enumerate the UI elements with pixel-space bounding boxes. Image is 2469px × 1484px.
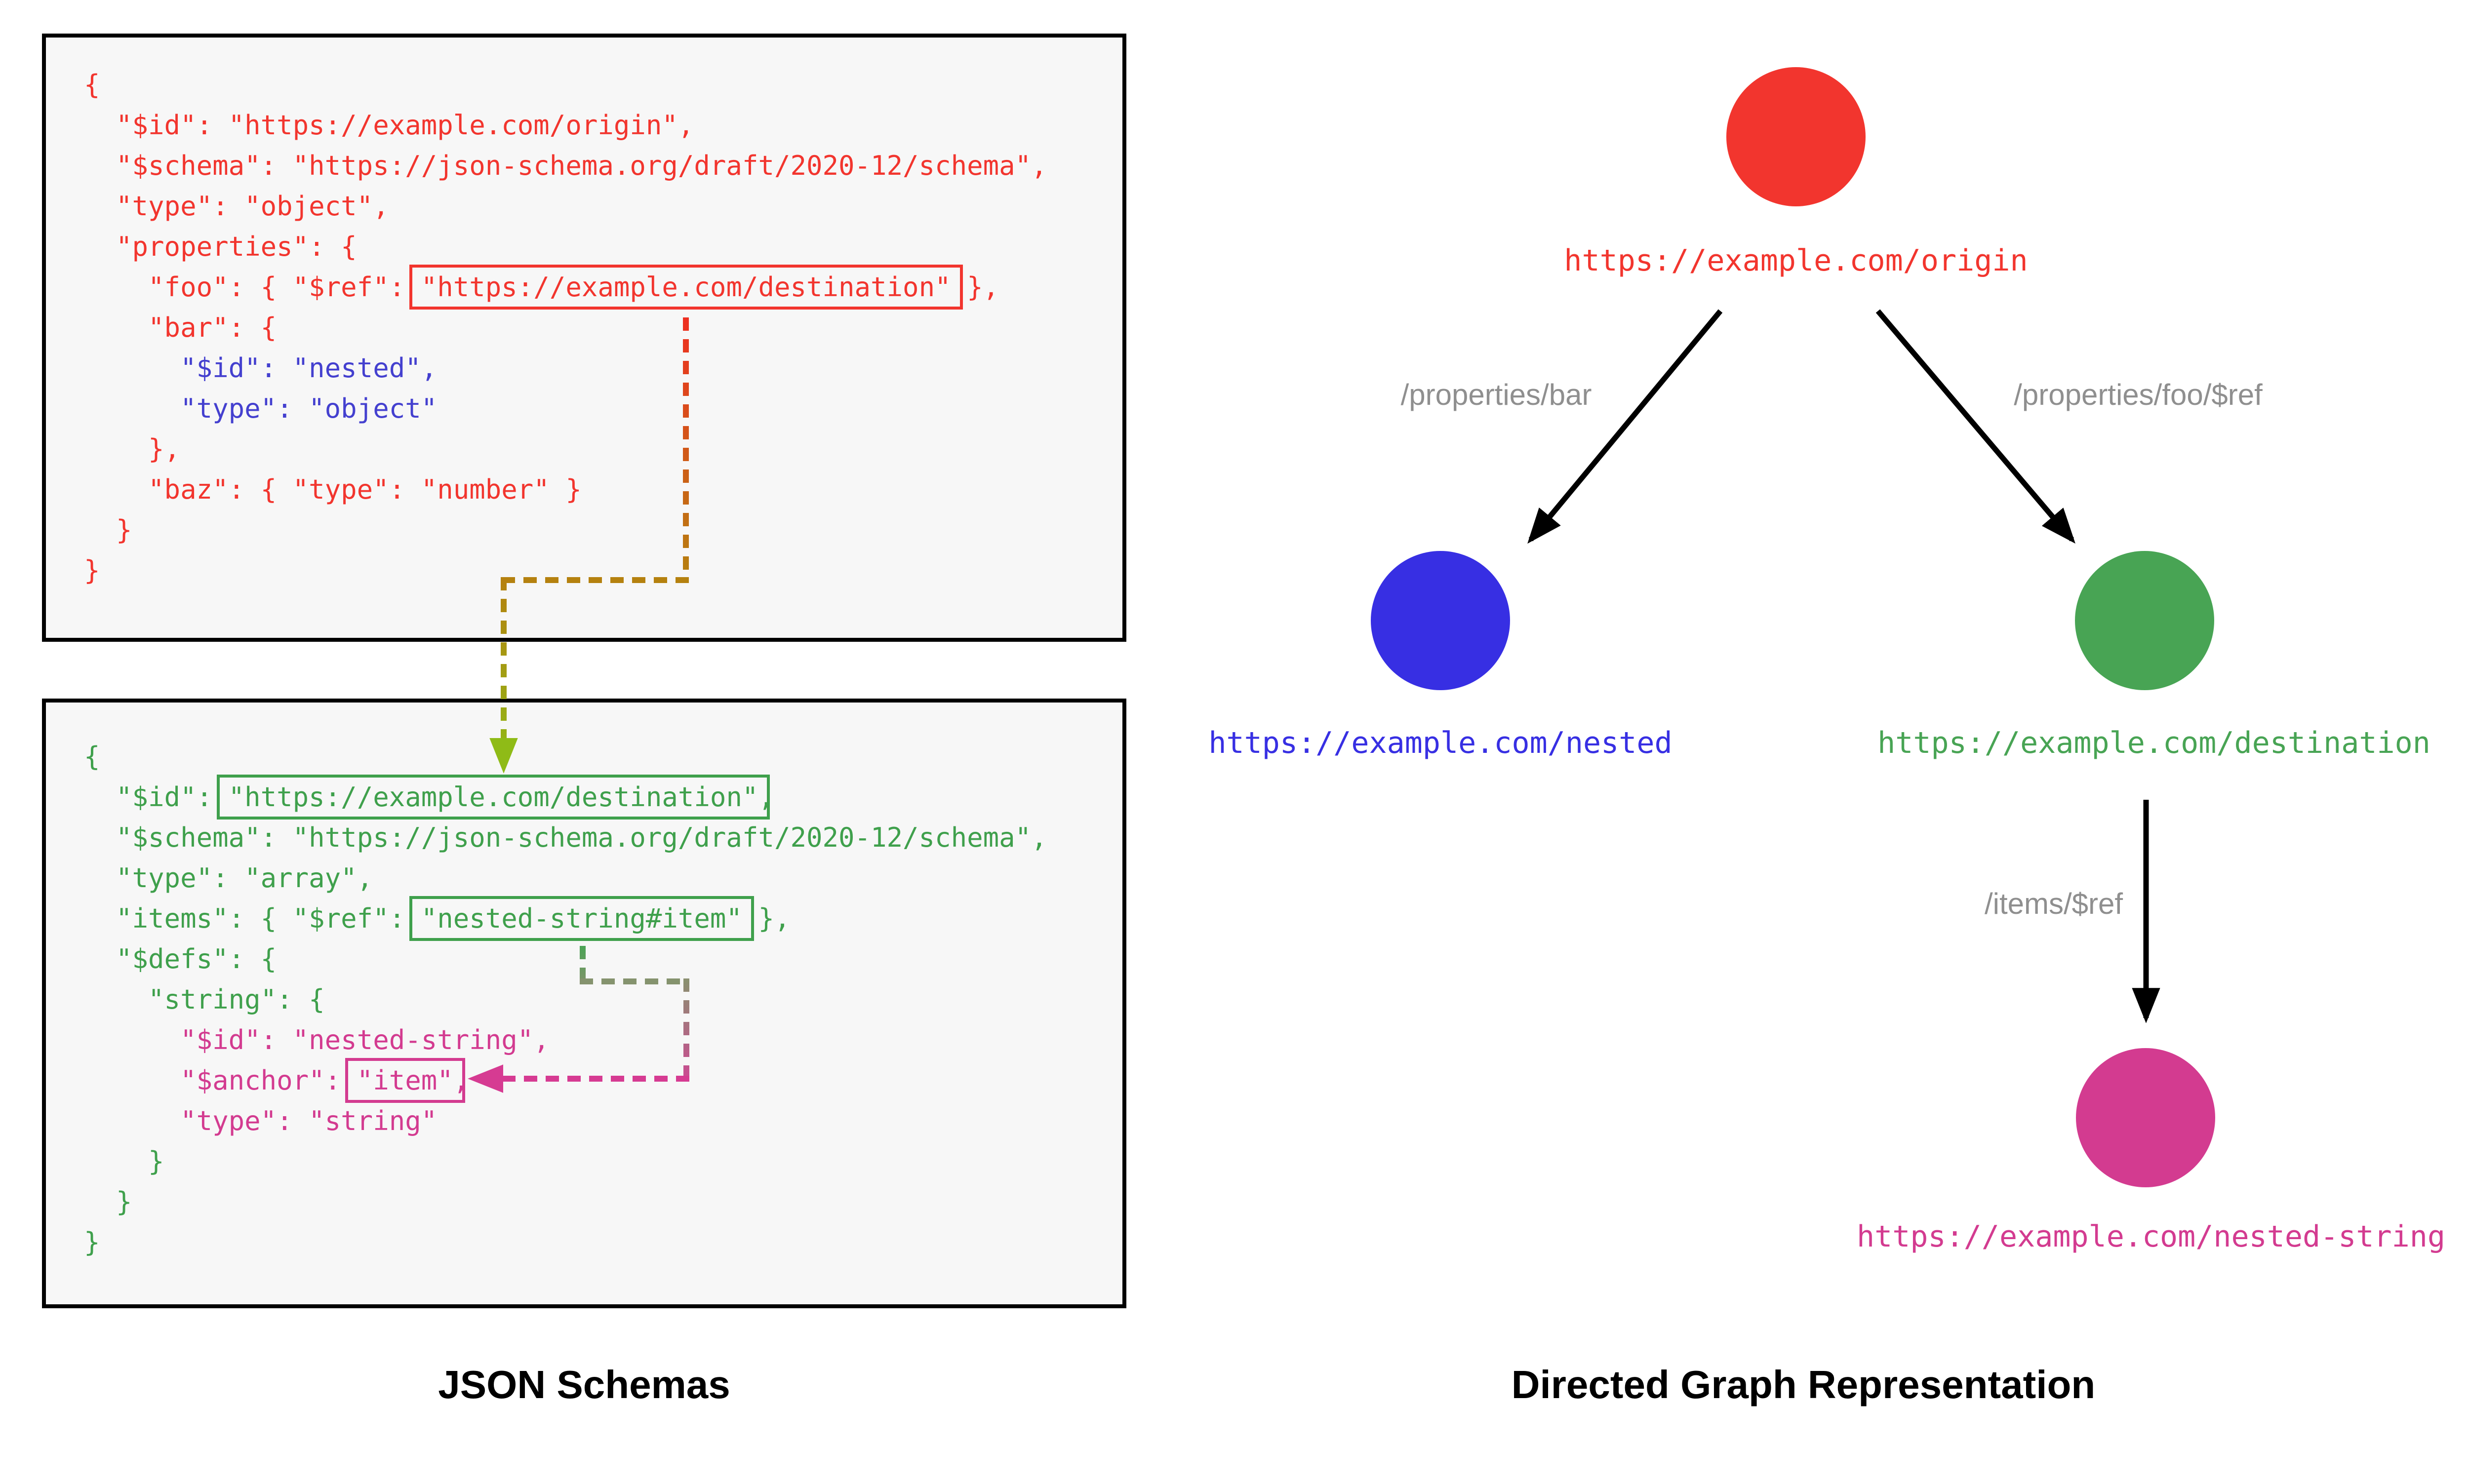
edge-label-properties-bar: /properties/bar <box>1400 378 1592 411</box>
origin-schema-code: { "$id": "https://example.com/origin", "… <box>46 38 1122 591</box>
edge-arrow-origin-to-nested <box>1527 309 1723 544</box>
edge-label-items-ref: /items/$ref <box>1984 887 2123 920</box>
destination-schema-box: { "$id": "https://example.com/destinatio… <box>42 699 1126 1308</box>
code-line: } <box>84 550 1122 591</box>
code-line: } <box>84 510 1122 550</box>
code-segment: "$id": "nested-string", <box>84 1024 550 1055</box>
graph-node-origin <box>1726 67 1866 206</box>
code-segment: "type": "object", <box>84 191 389 222</box>
code-line: "baz": { "type": "number" } <box>84 469 1122 510</box>
graph-node-nested <box>1371 551 1510 690</box>
code-segment: "$id": "nested", <box>84 352 438 384</box>
code-segment: "type": "string" <box>84 1105 438 1136</box>
graph-node-destination <box>2075 551 2214 690</box>
code-line: "type": "object" <box>84 389 1122 429</box>
code-line: "$defs": { <box>84 939 1122 979</box>
code-segment: { <box>84 741 100 772</box>
code-line: "type": "object", <box>84 186 1122 227</box>
code-line: "$id": "nested-string", <box>84 1020 1122 1060</box>
code-line: }, <box>84 429 1122 469</box>
code-segment: "$anchor": <box>84 1065 357 1096</box>
code-segment: "$schema": "https://json-schema.org/draf… <box>84 150 1047 181</box>
code-segment: "string": { <box>84 984 325 1015</box>
code-segment: }, <box>742 903 791 934</box>
edge-label-properties-foo-ref: /properties/foo/$ref <box>2014 378 2263 411</box>
code-segment: } <box>84 1186 132 1217</box>
code-segment: "$id": <box>84 781 229 813</box>
node-label-nested-string: https://example.com/nested-string <box>1856 1219 2446 1254</box>
code-segment: } <box>84 1227 100 1258</box>
code-segment: "foo": { "$ref": <box>84 272 421 303</box>
code-segment: "type": "object" <box>84 393 438 424</box>
code-segment: } <box>84 1146 164 1177</box>
code-segment: }, <box>84 433 181 465</box>
code-line: "$id": "nested", <box>84 348 1122 389</box>
graph-node-nested-string <box>2076 1048 2215 1187</box>
code-line: } <box>84 1182 1122 1222</box>
code-line: "type": "string" <box>84 1101 1122 1141</box>
origin-schema-box: { "$id": "https://example.com/origin", "… <box>42 34 1126 642</box>
edge-arrow-origin-to-destination <box>1875 309 2075 544</box>
ref-highlight-box: "https://example.com/destination" <box>409 265 963 310</box>
code-line: { <box>84 737 1122 777</box>
code-segment: "$schema": "https://json-schema.org/draf… <box>84 822 1047 853</box>
code-line: "string": { <box>84 979 1122 1020</box>
ref-highlight-box: "https://example.com/destination" <box>216 775 770 820</box>
code-line: } <box>84 1222 1122 1263</box>
caption-json-schemas: JSON Schemas <box>438 1363 730 1406</box>
code-line: "items": { "$ref": "nested-string#item" … <box>84 896 1122 941</box>
code-line: "$schema": "https://json-schema.org/draf… <box>84 818 1122 858</box>
code-line: "type": "array", <box>84 858 1122 898</box>
code-segment: "items": { "$ref": <box>84 903 421 934</box>
code-line: "properties": { <box>84 227 1122 267</box>
code-line: { <box>84 65 1122 105</box>
destination-schema-code: { "$id": "https://example.com/destinatio… <box>46 703 1122 1263</box>
code-segment: } <box>84 555 100 586</box>
code-segment: "baz": { "type": "number" } <box>84 474 582 505</box>
code-segment: , <box>758 781 774 813</box>
code-segment: "properties": { <box>84 231 357 262</box>
code-line: "$anchor": "item", <box>84 1058 1122 1103</box>
code-segment: "$defs": { <box>84 943 277 975</box>
code-segment: "$id": "https://example.com/origin", <box>84 110 694 141</box>
code-segment: { <box>84 69 100 100</box>
ref-highlight-box: "item" <box>345 1058 465 1103</box>
code-line: } <box>84 1141 1122 1182</box>
code-line: "$id": "https://example.com/origin", <box>84 105 1122 146</box>
node-label-destination: https://example.com/destination <box>1877 726 2430 760</box>
code-line: "bar": { <box>84 308 1122 348</box>
code-segment: } <box>84 514 132 546</box>
code-line: "$schema": "https://json-schema.org/draf… <box>84 146 1122 186</box>
node-label-origin: https://example.com/origin <box>1564 243 2028 278</box>
caption-directed-graph: Directed Graph Representation <box>1511 1363 2096 1406</box>
code-line: "foo": { "$ref": "https://example.com/de… <box>84 265 1122 310</box>
code-segment: }, <box>951 272 999 303</box>
code-segment: "type": "array", <box>84 862 373 894</box>
ref-highlight-box: "nested-string#item" <box>409 896 754 941</box>
code-segment: "bar": { <box>84 312 277 343</box>
node-label-nested: https://example.com/nested <box>1208 726 1673 760</box>
code-line: "$id": "https://example.com/destination"… <box>84 775 1122 820</box>
code-segment: , <box>453 1065 470 1096</box>
